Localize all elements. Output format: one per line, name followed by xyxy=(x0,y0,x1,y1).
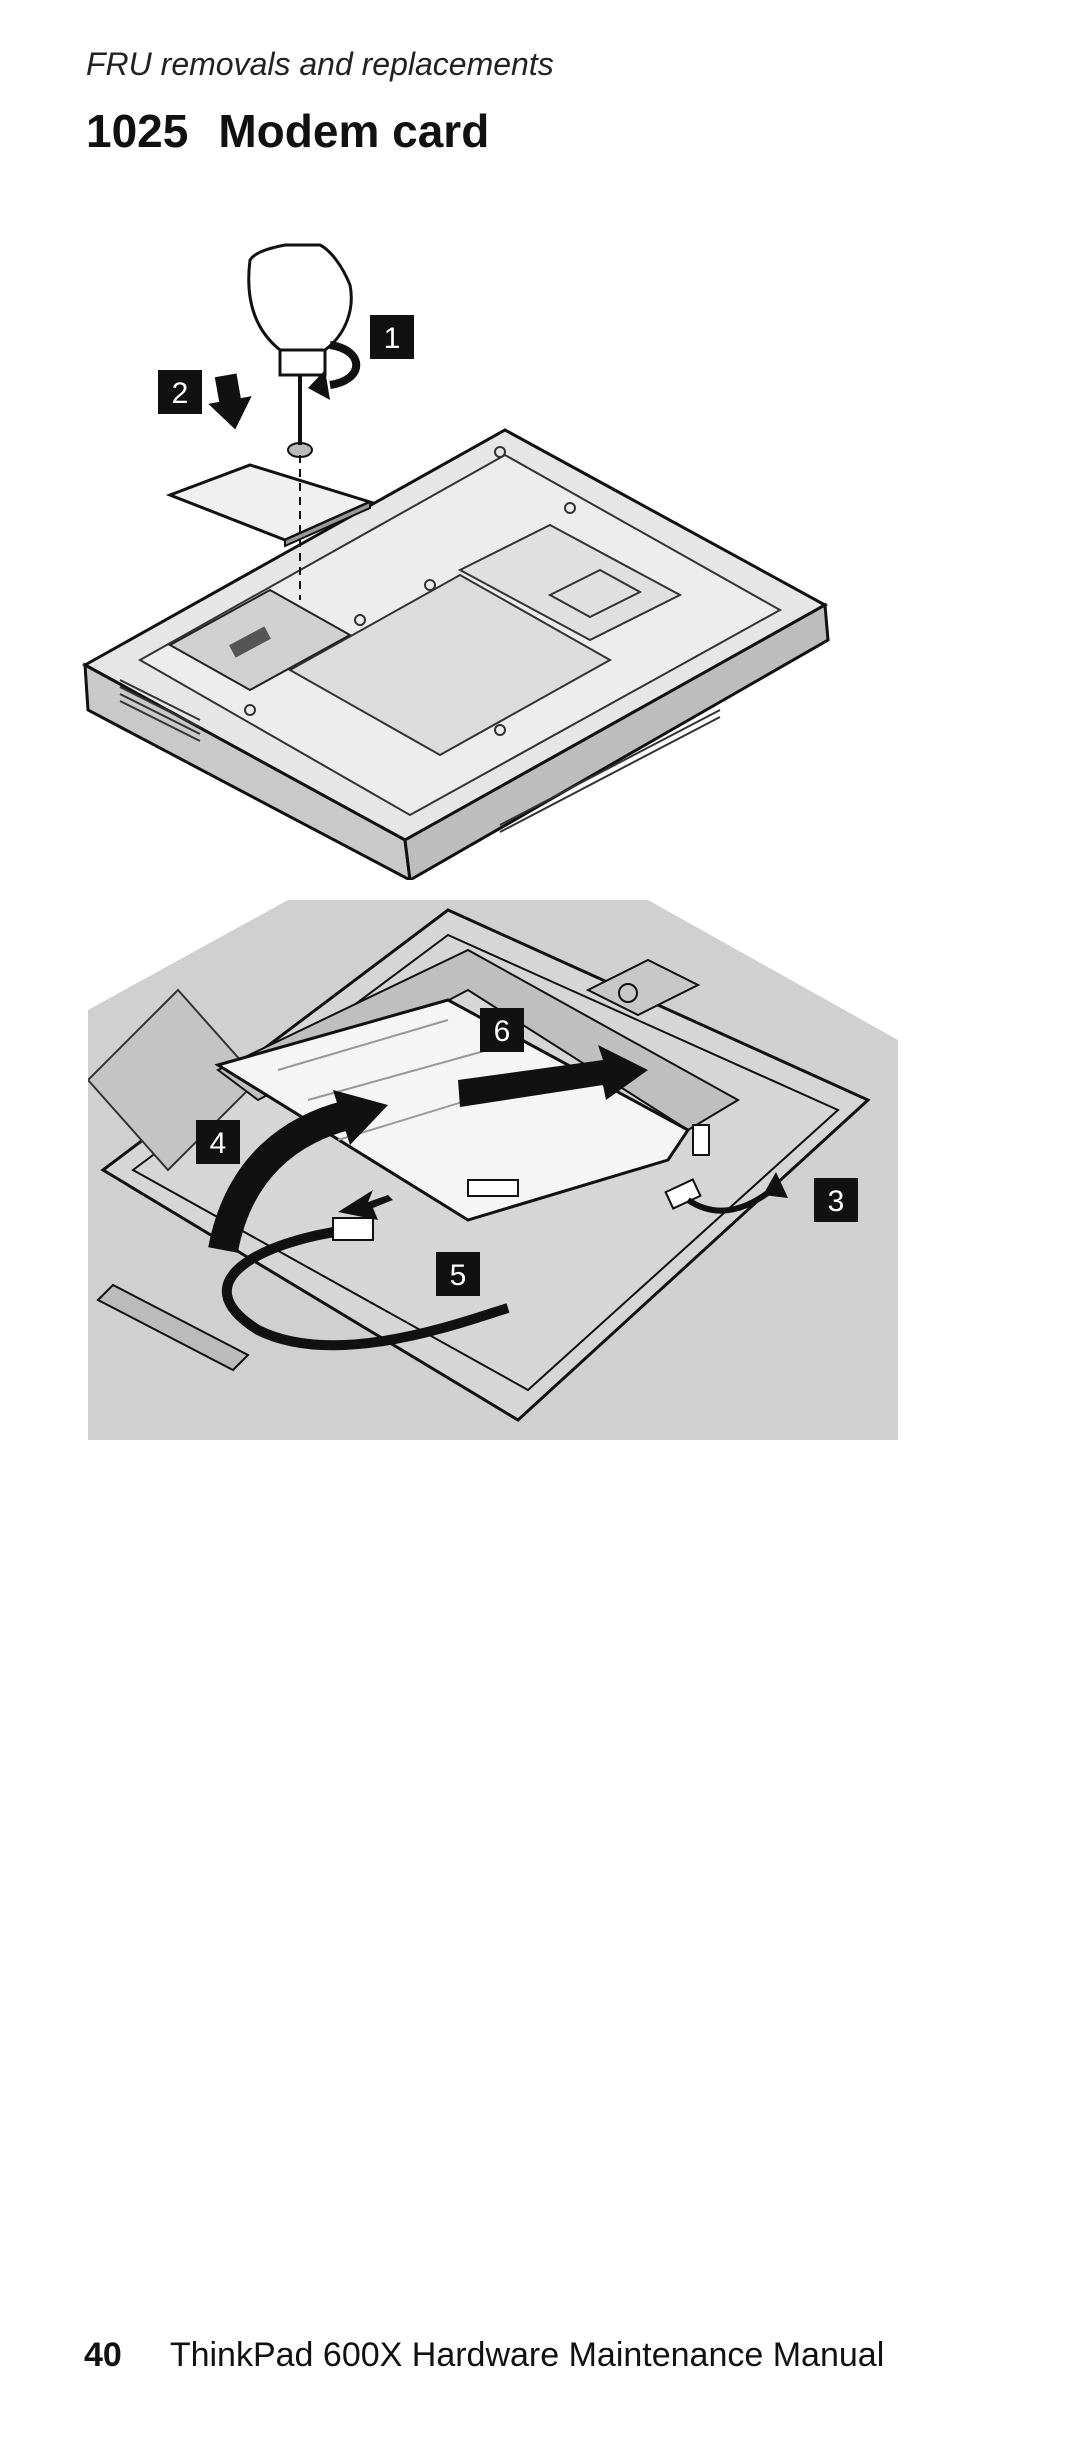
laptop-underside-illustration: 1 2 xyxy=(81,243,830,880)
page-number: 40 xyxy=(84,2336,122,2374)
callout-6: 6 xyxy=(494,1015,511,1048)
callout-1: 1 xyxy=(384,322,401,355)
running-head: FRU removals and replacements xyxy=(86,46,554,82)
section-title: 1025 Modem card xyxy=(86,104,489,158)
callout-2: 2 xyxy=(172,377,189,410)
callout-4: 4 xyxy=(210,1127,227,1160)
modem-card-closeup-illustration: 6 4 5 3 xyxy=(88,900,898,1440)
section-number: 1025 xyxy=(86,105,189,157)
callout-5: 5 xyxy=(450,1259,467,1292)
manual-title: ThinkPad 600X Hardware Maintenance Manua… xyxy=(169,2336,885,2374)
section-title-text: Modem card xyxy=(218,105,490,157)
page-footer: 40 ThinkPad 600X Hardware Maintenance Man… xyxy=(84,2336,884,2375)
callout-3: 3 xyxy=(828,1185,845,1218)
